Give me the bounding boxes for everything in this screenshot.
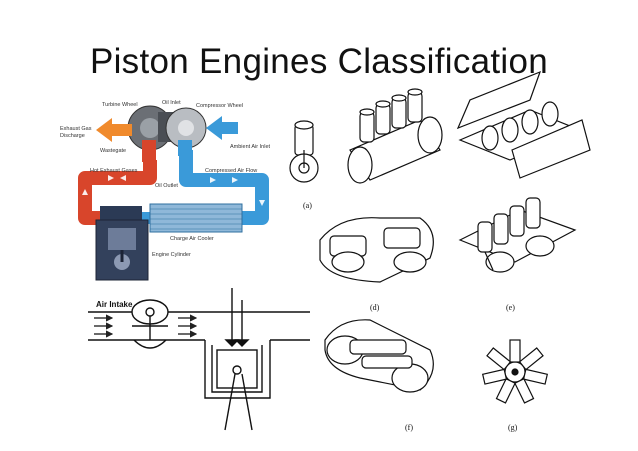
- air-intake-diagram: Air Intake: [88, 288, 310, 431]
- label-compressed-air-flow: Compressed Air Flow: [205, 168, 257, 174]
- label-wastegate: Wastegate: [100, 148, 126, 154]
- engine-v-cutaway: (e): [458, 197, 577, 312]
- label-air-intake: Air Intake: [96, 300, 133, 309]
- label-e: (e): [506, 303, 515, 312]
- hot-exhaust-pipe: [78, 160, 157, 225]
- engine-opposed-piston: (f): [324, 319, 434, 432]
- label-g: (g): [508, 423, 518, 432]
- label-oil-inlet: Oil Inlet: [162, 100, 181, 106]
- exhaust-discharge-arrow: [96, 118, 132, 142]
- engine-inline: [347, 88, 443, 184]
- label-engine-cylinder: Engine Cylinder: [152, 252, 191, 258]
- label-discharge: Discharge: [60, 133, 85, 139]
- label-turbine-wheel: Turbine Wheel: [102, 102, 138, 108]
- label-oil-outlet: Oil Outlet: [155, 183, 178, 189]
- charge-air-cooler: [149, 203, 243, 233]
- ambient-air-arrow: [206, 116, 238, 140]
- turbocharger-diagram: Turbine Wheel Oil Inlet Compressor Wheel…: [60, 100, 271, 281]
- label-charge-air-cooler: Charge Air Cooler: [170, 236, 214, 242]
- label-exhaust-gas: Exhaust Gas: [60, 126, 92, 132]
- label-d: (d): [370, 303, 380, 312]
- label-a: (a): [303, 201, 312, 210]
- engine-radial: (g): [481, 339, 549, 432]
- engine-opposed: (d): [319, 217, 434, 312]
- engine-single-cylinder: (a): [289, 120, 319, 210]
- label-f: (f): [405, 423, 413, 432]
- label-hot-exhaust-gases: Hot Exhaust Gases: [90, 168, 138, 174]
- label-ambient-air-inlet: Ambient Air Inlet: [230, 144, 271, 150]
- slide-title: Piston Engines Classification: [89, 42, 549, 81]
- compressed-air-pipe: [179, 150, 269, 225]
- engine-configurations: (a): [289, 70, 591, 432]
- label-compressor-wheel: Compressor Wheel: [196, 103, 243, 109]
- engine-v-type: [456, 70, 591, 179]
- intake-manifold: [100, 206, 142, 220]
